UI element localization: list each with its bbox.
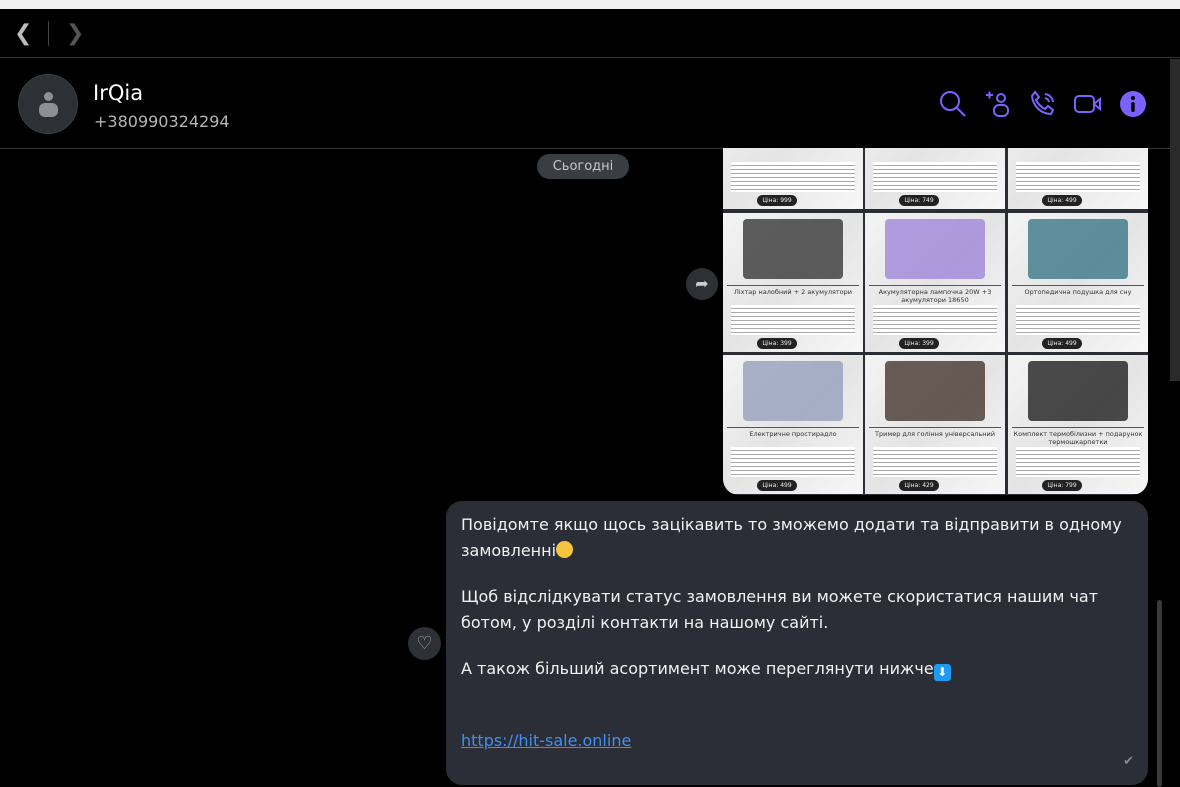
- product-price: Ціна: 749 грн: [899, 195, 939, 209]
- product-description: [1016, 162, 1140, 192]
- product-description: [731, 447, 855, 477]
- product-image: [1028, 361, 1128, 421]
- product-title: Акумуляторна лампочка 20W +3 акумулятори…: [869, 285, 1001, 304]
- product-price: Ціна: 499 грн: [757, 480, 797, 494]
- product-tile[interactable]: Акумуляторна лампочка 20W +3 акумулятори…: [865, 213, 1005, 352]
- product-title: Електричне простирадло: [727, 427, 859, 438]
- navigation-bar: ❮ ❯: [0, 9, 1180, 58]
- product-image: [885, 219, 985, 279]
- chat-header: IrQia +380990324294: [0, 59, 1180, 149]
- chevron-left-icon[interactable]: ❮: [14, 21, 33, 46]
- product-description: [1016, 305, 1140, 335]
- scrollbar-thumb[interactable]: [1157, 600, 1162, 787]
- product-price: Ціна: 799 грн: [1042, 480, 1082, 494]
- window-top-strip: [0, 0, 1180, 9]
- product-tile[interactable]: Ціна: 999 грн: [723, 148, 863, 209]
- down-arrow-emoji-icon: ⬇: [933, 664, 951, 681]
- product-title: Тример для гоління універсальний: [869, 427, 1001, 438]
- product-image: [885, 361, 985, 421]
- product-image: [1028, 219, 1128, 279]
- add-participant-icon[interactable]: [984, 89, 1014, 119]
- product-title: Комплект термобілизни + подарунок термош…: [1012, 427, 1144, 446]
- product-price: Ціна: 499 грн: [1042, 195, 1082, 209]
- product-price: Ціна: 399 грн: [757, 338, 797, 352]
- product-title: Ліхтар налобний + 2 акумулятори: [727, 285, 859, 296]
- scrollbar-track[interactable]: [1170, 59, 1180, 381]
- website-link[interactable]: https://hit-sale.online: [461, 731, 632, 750]
- product-title: Ортопедична подушка для сну: [1012, 285, 1144, 296]
- info-icon[interactable]: [1118, 89, 1148, 119]
- contact-name[interactable]: IrQia: [93, 81, 144, 105]
- heart-icon[interactable]: ♡: [408, 627, 441, 660]
- chevron-right-icon[interactable]: ❯: [66, 21, 85, 46]
- product-description: [873, 305, 997, 335]
- product-image: [743, 219, 843, 279]
- product-description: [873, 447, 997, 477]
- message-bubble: Повідомте якщо щось зацікавить то зможем…: [446, 501, 1148, 785]
- message-text: Повідомте якщо щось зацікавить то зможем…: [461, 515, 1122, 560]
- product-image-grid[interactable]: Ціна: 999 грнЦіна: 749 грнЦіна: 499 грнЛ…: [723, 148, 1148, 495]
- product-description: [731, 305, 855, 335]
- product-tile[interactable]: Ціна: 749 грн: [865, 148, 1005, 209]
- product-description: [1016, 447, 1140, 477]
- product-tile[interactable]: Ціна: 499 грн: [1008, 148, 1148, 209]
- date-separator: Сьогодні: [537, 154, 629, 179]
- product-price: Ціна: 429 грн: [899, 480, 939, 494]
- avatar[interactable]: [18, 74, 78, 134]
- product-price: Ціна: 999 грн: [757, 195, 797, 209]
- product-tile[interactable]: Комплект термобілизни + подарунок термош…: [1008, 355, 1148, 494]
- read-status-icon: ✔: [1123, 754, 1134, 769]
- message-text: А також більший асортимент може переглян…: [461, 659, 934, 678]
- product-description: [731, 162, 855, 192]
- product-price: Ціна: 399 грн: [899, 338, 939, 352]
- video-call-icon[interactable]: [1073, 89, 1103, 119]
- message-text: Щоб відслідкувати статус замовлення ви м…: [461, 587, 1099, 632]
- product-image: [743, 361, 843, 421]
- product-price: Ціна: 499 грн: [1042, 338, 1082, 352]
- smile-emoji-icon: [556, 541, 574, 558]
- product-description: [873, 162, 997, 192]
- phone-call-icon[interactable]: [1029, 89, 1059, 119]
- search-icon[interactable]: [938, 89, 968, 119]
- contact-phone: +380990324294: [94, 112, 230, 131]
- nav-divider: [48, 21, 49, 46]
- forward-icon[interactable]: ➦: [686, 268, 718, 300]
